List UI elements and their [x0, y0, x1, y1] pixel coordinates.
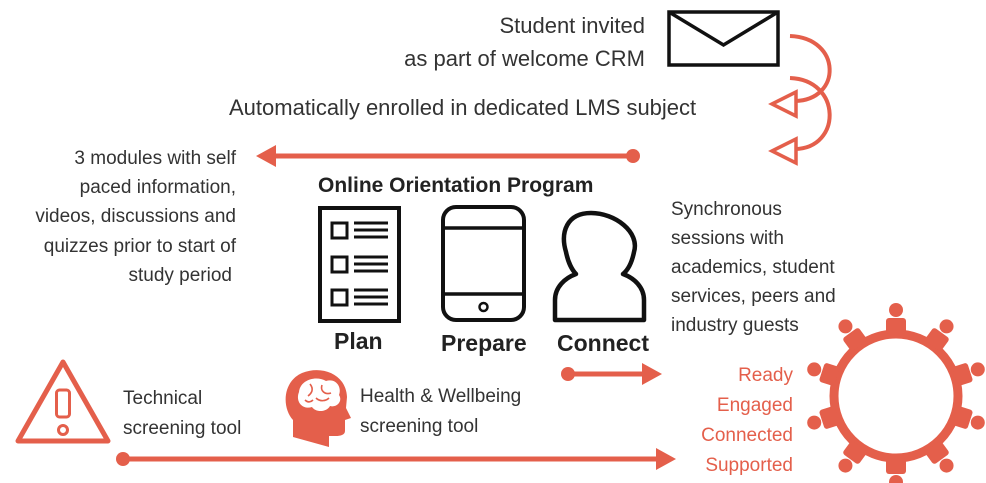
invite-line1: Student invited	[499, 13, 645, 38]
technical-line1: Technical	[123, 388, 203, 409]
modules-line4: quizzes prior to start of	[43, 236, 236, 257]
pillar-label-prepare: Prepare	[441, 330, 527, 356]
health-line2: screening tool	[360, 416, 479, 437]
modules-line3: videos, discussions and	[35, 206, 236, 227]
person-figure	[952, 406, 985, 430]
pillar-label-connect: Connect	[557, 330, 649, 356]
warning-icon	[15, 359, 111, 444]
enrol-text: Automatically enrolled in dedicated LMS …	[229, 95, 697, 120]
modules-line5: study period	[128, 265, 232, 286]
person-figure	[952, 362, 985, 386]
envelope-icon	[667, 10, 780, 67]
modules-line2: paced information,	[79, 177, 236, 198]
people-circle-icon	[807, 303, 985, 483]
outcome-engaged: Engaged	[716, 395, 793, 416]
people-ring	[829, 329, 963, 463]
person-figure	[925, 441, 954, 473]
checklist-icon	[318, 206, 401, 323]
arrow-to-modules	[256, 145, 640, 167]
outcome-supported: Supported	[705, 455, 793, 476]
curved-arrows	[789, 34, 832, 151]
sync-line3: academics, student	[671, 257, 835, 278]
person-figure	[886, 458, 906, 483]
sync-line4: services, peers and	[671, 286, 836, 307]
head-brain-icon	[285, 370, 351, 447]
invite-line2: as part of welcome CRM	[404, 46, 645, 71]
arrow-screening-to-outcomes	[116, 448, 676, 470]
tablet-icon	[441, 205, 526, 322]
outcome-connected: Connected	[701, 425, 793, 446]
person-figure	[838, 441, 867, 473]
person-figure	[838, 319, 867, 351]
pillar-label-plan: Plan	[334, 328, 383, 354]
sync-line1: Synchronous	[671, 199, 782, 220]
outcome-ready: Ready	[738, 365, 793, 386]
modules-line1: 3 modules with self	[74, 148, 236, 169]
health-line1: Health & Wellbeing	[360, 386, 522, 407]
person-figure	[807, 362, 840, 386]
arrow-connect-to-outcomes	[561, 363, 662, 385]
person-figure	[807, 406, 840, 430]
technical-line2: screening tool	[123, 418, 242, 439]
arrowheads-outline	[768, 89, 798, 166]
person-icon	[552, 210, 647, 323]
person-figure	[925, 319, 954, 351]
program-title: Online Orientation Program	[318, 174, 594, 197]
sync-line5: industry guests	[671, 315, 799, 336]
person-figure	[886, 303, 906, 334]
sync-line2: sessions with	[671, 228, 784, 249]
